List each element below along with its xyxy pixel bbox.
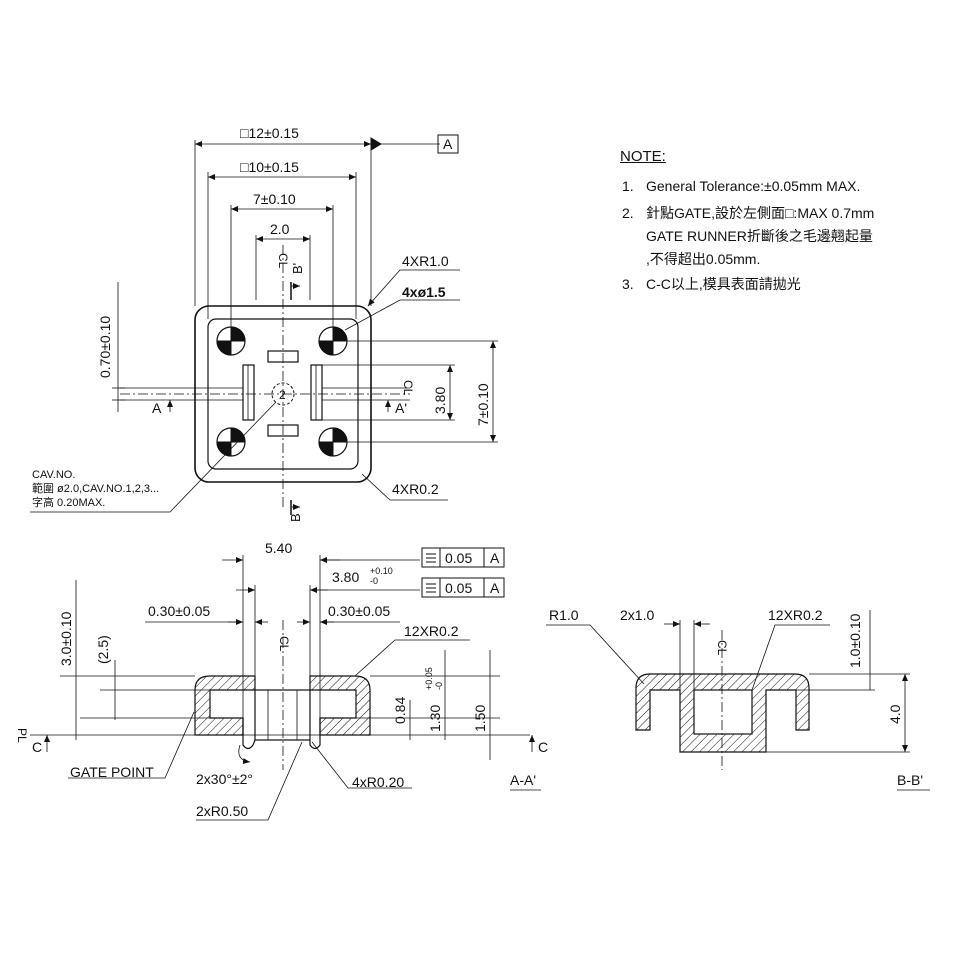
section-bb-inner-cavity	[693, 689, 753, 735]
cav-note-2: 範圍 ø2.0,CAV.NO.1,2,3...	[32, 481, 159, 495]
datum-a-box	[437, 134, 459, 154]
note-1: 1. General Tolerance:±0.05mm MAX.	[622, 175, 874, 198]
section-bb-labels: R1.0 2x1.0 CL 12XR0.2 1.0±0.10 4.0 B-B'	[549, 607, 923, 788]
dim-7: 7±0.10	[253, 191, 296, 207]
notes-title: NOTE:	[620, 148, 666, 165]
fcf1-datum: A	[490, 550, 500, 566]
c-label-left: C	[32, 739, 42, 755]
centerline-label-2: CL	[401, 380, 415, 396]
slot-bottom	[267, 424, 299, 437]
note-3-number: 3.	[622, 276, 634, 292]
gate-angle-label: 2x30°±2°	[196, 771, 253, 787]
dim-380-aa: 3.80	[332, 569, 359, 585]
slot-right	[310, 364, 323, 421]
section-bb-title: B-B'	[897, 772, 923, 788]
cav-number-digit: 2	[279, 388, 286, 402]
centerline-label: CL	[276, 253, 290, 269]
dim-540: 5.40	[265, 540, 292, 556]
dim-40-label: 4.0	[887, 704, 903, 724]
dim-070: 0.70±0.10	[97, 316, 113, 378]
section-aa-labels: 5.40 3.80 +0.10 -0 0.05 A 0.05 A 0.30±0.…	[15, 540, 548, 819]
dim-25: (2.5)	[95, 635, 111, 664]
b-section-label: B	[288, 513, 303, 522]
notes-block: NOTE: 1. General Tolerance:±0.05mm MAX. 2…	[620, 148, 874, 296]
b-prime-label: B'	[290, 263, 305, 274]
section-aa-center-post	[254, 689, 311, 741]
note-2-text-line3: ,不得超出0.05mm.	[646, 251, 761, 267]
ejector-pin-hole-icon	[318, 326, 348, 356]
cavity-number-circle	[271, 382, 295, 406]
fcf2-tolerance: 0.05	[445, 580, 472, 596]
c-label-right: C	[538, 739, 548, 755]
radius-12x02-aa: 12XR0.2	[404, 623, 459, 639]
tol-130-upper: +0.05	[424, 667, 434, 690]
dim-30: 3.0±0.10	[58, 611, 74, 666]
a-section-label: A	[152, 400, 162, 416]
ejector-pin-hole-icon	[216, 427, 246, 457]
slot-top	[267, 350, 299, 363]
dim-084: 0.84	[392, 697, 408, 724]
corner-radius-02: 4XR0.2	[392, 481, 439, 497]
section-aa-body-right	[309, 675, 371, 736]
fcf1-tolerance: 0.05	[445, 550, 472, 566]
note-1-number: 1.	[622, 178, 634, 194]
datum-a-label: A	[443, 136, 453, 152]
section-bb	[546, 610, 930, 791]
dim-inner-square: □10±0.15	[240, 159, 299, 175]
top-view	[30, 134, 498, 515]
dim-2: 2.0	[270, 221, 290, 237]
radius-12x02-bb: 12XR0.2	[768, 607, 823, 623]
note-1-text: General Tolerance:±0.05mm MAX.	[646, 178, 861, 194]
dim-10-label: 1.0±0.10	[847, 613, 863, 668]
section-aa-body-left	[194, 675, 256, 736]
dim-380: 3.80	[432, 387, 448, 414]
gate-point-label: GATE POINT	[70, 764, 154, 780]
slot-left	[242, 364, 255, 421]
centerline-label-bb: CL	[715, 640, 729, 656]
dim-030-left: 0.30±0.05	[148, 603, 210, 619]
radius-050-label: 2xR0.50	[196, 803, 248, 819]
tol-130-lower: -0	[434, 682, 444, 690]
note-2-number: 2.	[622, 205, 634, 221]
section-aa-title: A-A'	[510, 772, 536, 788]
tol-380-lower: -0	[370, 576, 378, 586]
ejector-pin-hole-icon	[318, 427, 348, 457]
dim-7-vertical: 7±0.10	[475, 383, 491, 426]
cav-note-3: 字高 0.20MAX.	[32, 495, 105, 509]
note-2-text-line1: 針點GATE,設於左側面□:MAX 0.7mm	[646, 205, 875, 221]
dim-030-right: 0.30±0.05	[328, 603, 390, 619]
dim-150: 1.50	[472, 705, 488, 732]
dim-2x1-label: 2x1.0	[620, 607, 654, 623]
dim-130: 1.30	[427, 705, 443, 732]
note-3: 3. C-C以上,模具表面請拋光	[622, 273, 874, 296]
cav-note-1: CAV.NO.	[32, 469, 75, 481]
fcf2-datum: A	[490, 580, 500, 596]
radius-10-label: R1.0	[549, 607, 579, 623]
centerline-label-aa: CL	[277, 636, 291, 652]
corner-radius-1: 4XR1.0	[402, 253, 449, 269]
section-aa	[30, 547, 541, 821]
note-3-text: C-C以上,模具表面請拋光	[646, 276, 801, 292]
tol-380-upper: +0.10	[370, 566, 393, 576]
hole-callout: 4xø1.5	[402, 284, 446, 300]
a-prime-section-label: A'	[395, 400, 407, 416]
parting-line-label: PL	[15, 728, 29, 743]
ejector-pin-hole-icon	[216, 326, 246, 356]
note-2: 2. 針點GATE,設於左側面□:MAX 0.7mm	[622, 202, 874, 225]
top-view-labels: □12±0.15 A □10±0.15 7±0.10 2.0 CL B' 4XR…	[32, 125, 491, 522]
note-2-text-line2: GATE RUNNER折斷後之毛邊翹起量	[646, 228, 873, 244]
dim-outer-square: □12±0.15	[240, 125, 299, 141]
radius-020-label: 4xR0.20	[352, 774, 404, 790]
